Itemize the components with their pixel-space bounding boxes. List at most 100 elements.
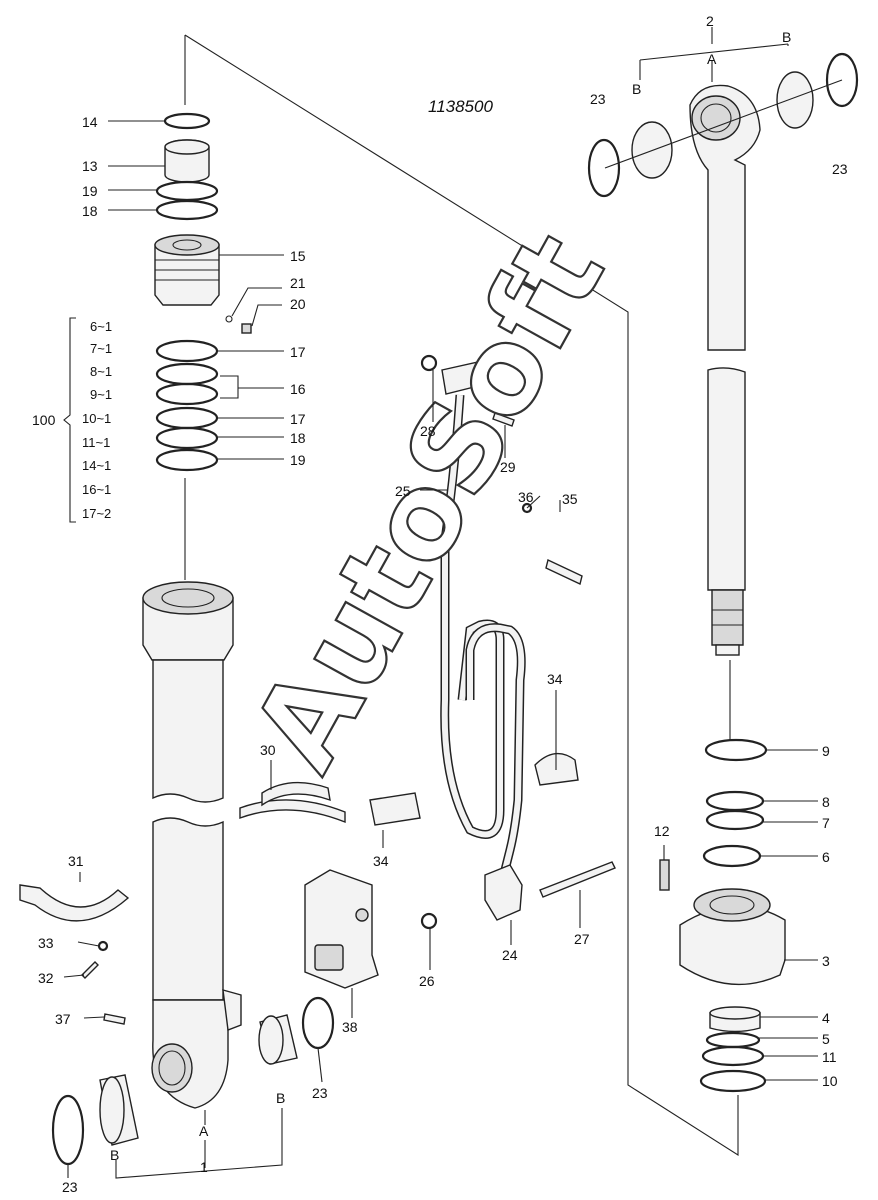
callout-26: 26 (419, 973, 435, 989)
piston-bore (172, 239, 202, 251)
callout-6: 6 (822, 849, 830, 865)
callout-37: 37 (55, 1011, 71, 1027)
callout-17-b: 17 (290, 411, 306, 427)
callout-16: 16 (290, 381, 306, 397)
rod-head-top (693, 888, 771, 922)
oring-part-28 (420, 354, 438, 372)
callout-38: 38 (342, 1019, 358, 1035)
ring-part-10 (699, 1069, 767, 1093)
ring-part-8 (705, 790, 765, 812)
piston-top (154, 234, 220, 256)
callout-34-right: 34 (547, 671, 563, 687)
bolt-part-29 (492, 412, 515, 427)
rod-tip (715, 644, 740, 656)
kit-item: 7~1 (90, 341, 112, 356)
callout-B-bottom-right: B (276, 1090, 285, 1106)
ring-part-18-top (155, 199, 219, 221)
seal-part-23-top-right (825, 52, 859, 108)
callout-3: 3 (822, 953, 830, 969)
bushing-b2-face (258, 1015, 284, 1065)
callout-17-a: 17 (290, 344, 306, 360)
callout-19-b: 19 (290, 452, 306, 468)
band-part-30 (239, 799, 346, 824)
nipple-part-37 (103, 1013, 126, 1025)
tube-upper-body (152, 659, 224, 803)
bushing-part-B-top-right (776, 71, 814, 129)
seal-part-23-bottom-right (301, 996, 335, 1050)
tube-bore (161, 588, 215, 608)
ring-part-7 (705, 809, 765, 831)
ring-part-11 (701, 1045, 765, 1067)
ring-part-18b (155, 426, 219, 450)
cylinder-tube (142, 581, 242, 1109)
callout-32: 32 (38, 970, 54, 986)
callout-A-top: A (707, 51, 717, 67)
piston-assembly (154, 112, 252, 472)
drawing-number: 1138500 (428, 97, 493, 116)
callout-11: 11 (822, 1049, 837, 1065)
seal-part-23-bottom-left (51, 1094, 85, 1166)
pipe-part-25-loop-inner (467, 624, 525, 871)
tube-flange-top (142, 581, 234, 615)
bolt-part-12 (659, 859, 670, 891)
callout-labels: 14 13 19 18 15 21 20 17 16 17 18 19 100 … (32, 13, 848, 1195)
ring-part-17b (155, 406, 219, 430)
callout-18-b: 18 (290, 430, 306, 446)
callout-33: 33 (38, 935, 54, 951)
callout-29: 29 (500, 459, 516, 475)
kit-item: 16~1 (82, 482, 111, 497)
callout-19-top: 19 (82, 183, 98, 199)
clevis-bore-inner (158, 1050, 186, 1086)
callout-12: 12 (654, 823, 670, 839)
ring-part-5 (705, 1031, 761, 1049)
kit-item: 9~1 (90, 387, 112, 402)
washer-part-33 (97, 940, 109, 952)
callout-23-bottom-left: 23 (62, 1179, 78, 1195)
callout-28: 28 (420, 423, 436, 439)
rod-eye-bore-inner (700, 103, 732, 133)
callout-9: 9 (822, 743, 830, 759)
callout-1: 1 (200, 1159, 208, 1175)
callout-24: 24 (502, 947, 518, 963)
callout-35: 35 (562, 491, 578, 507)
callout-23-top-left: 23 (590, 91, 606, 107)
bolt-part-27 (539, 861, 616, 898)
callout-10: 10 (822, 1073, 838, 1089)
oring-part-26 (420, 912, 438, 930)
kit-item: 17~2 (82, 506, 111, 521)
rod-thread (711, 589, 744, 646)
kit-item: 14~1 (82, 458, 111, 473)
callout-7: 7 (822, 815, 830, 831)
callout-18-top: 18 (82, 203, 98, 219)
callout-5: 5 (822, 1031, 830, 1047)
callout-21: 21 (290, 275, 306, 291)
bushing-b-face (99, 1076, 125, 1144)
ring-part-14 (163, 112, 211, 130)
piston-rod (689, 84, 761, 656)
rod-body (707, 367, 746, 591)
callout-27: 27 (574, 931, 590, 947)
kit-item: 10~1 (82, 411, 111, 426)
callout-15: 15 (290, 248, 306, 264)
tube-lower-body (152, 817, 224, 1001)
band-part-31 (19, 884, 130, 922)
kit-item: 11~1 (82, 435, 110, 450)
callout-B-bottom-left: B (110, 1147, 119, 1163)
callout-23-top-right: 23 (832, 161, 848, 177)
callout-B-top-left: B (632, 81, 641, 97)
bushing-4-top (709, 1006, 761, 1020)
bolt-part-35 (545, 559, 583, 585)
kit-item: 6~1 (90, 319, 112, 334)
callout-2: 2 (706, 13, 714, 29)
callout-25: 25 (395, 483, 411, 499)
clevis-bore (151, 1043, 193, 1093)
callout-B-top-right: B (782, 29, 791, 45)
band-part-30-arc (261, 781, 331, 807)
ring-part-9 (704, 738, 768, 762)
callout-23-bottom-right: 23 (312, 1085, 328, 1101)
pin-centerline-top (604, 79, 843, 169)
ring-part-19-top (155, 180, 219, 202)
callout-14: 14 (82, 114, 98, 130)
ring-part-16b (155, 382, 219, 406)
